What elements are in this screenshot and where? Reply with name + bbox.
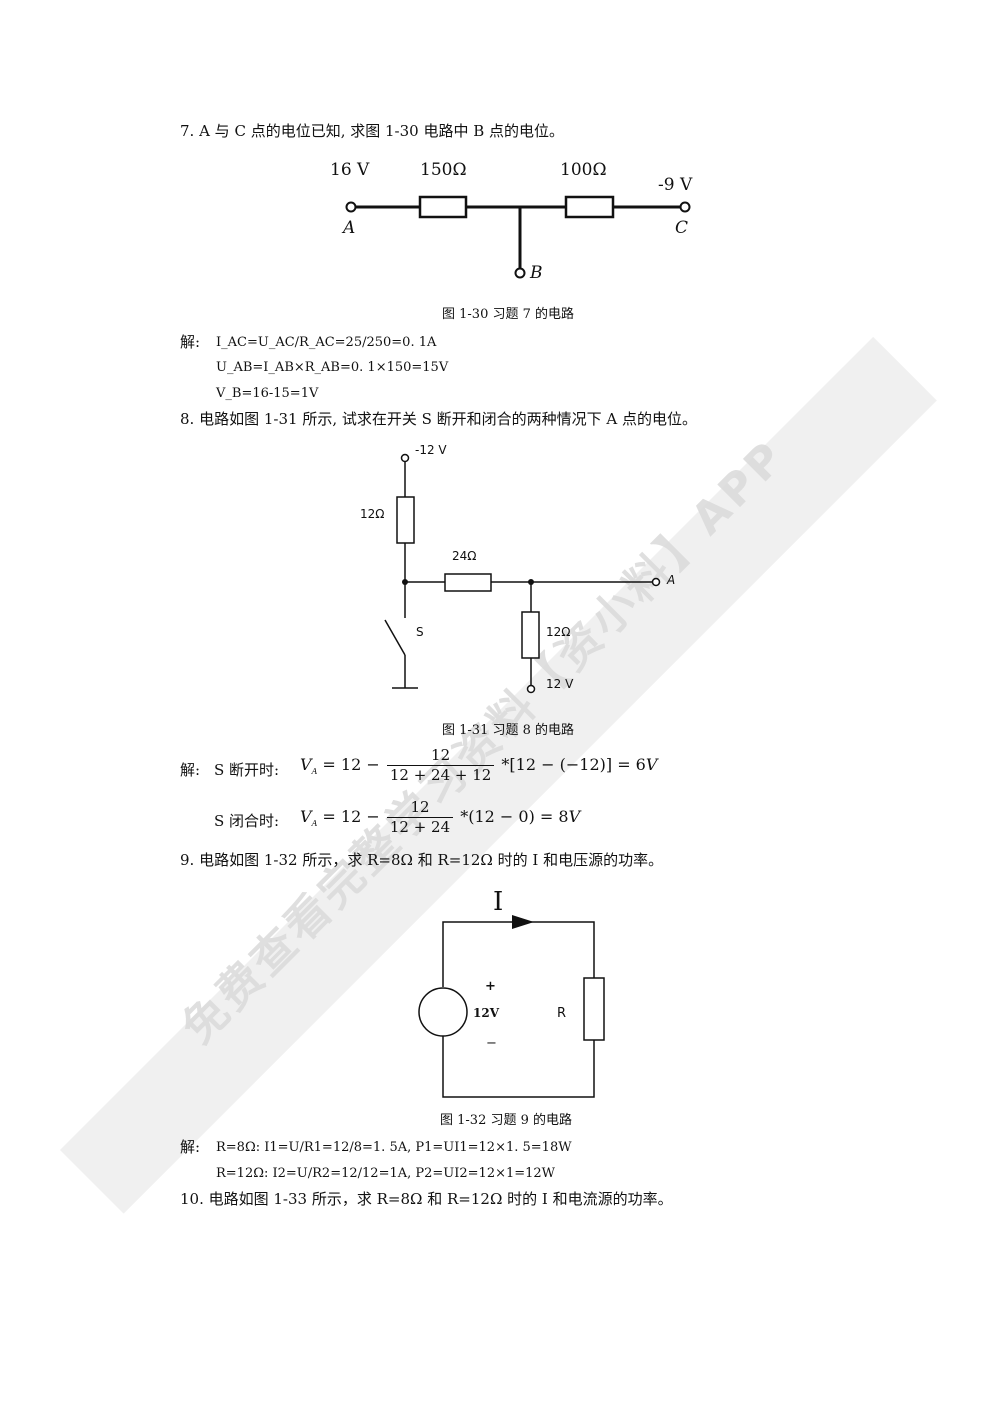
- p7-solution-line3: V_B=16-15=1V: [216, 387, 318, 400]
- p7-line2-text: U_AB=I_AB×R_AB=0. 1×150=15V: [216, 360, 449, 375]
- p7-solution-line2: U_AB=I_AB×R_AB=0. 1×150=15V: [216, 361, 448, 374]
- label-16v: 16 V: [330, 160, 370, 180]
- label-minus: −: [486, 1036, 497, 1051]
- voltage-source: [418, 987, 468, 1037]
- p9-solution-label: 解:: [180, 1138, 201, 1156]
- resistor-r: [583, 977, 605, 1041]
- label-node-c: C: [675, 218, 689, 238]
- label-node-b: B: [530, 263, 543, 283]
- p7-line1-text: I_AC=U_AC/R_AC=25/250=0. 1A: [216, 335, 437, 350]
- label-current-i: I: [493, 887, 504, 917]
- problem-9-question: 9. 电路如图 1-32 所示，求 R=8Ω 和 R=12Ω 时的 I 和电压源…: [180, 851, 664, 869]
- label-12v: 12 V: [546, 677, 574, 691]
- resistor-150: [418, 195, 468, 219]
- label-24ohm: 24Ω: [452, 549, 477, 563]
- p8-open-label: S 断开时:: [214, 761, 280, 779]
- terminal-c: [679, 201, 691, 213]
- label-node-a-fig31: A: [667, 573, 676, 587]
- figure-1-32-caption: 图 1-32 习题 9 的电路: [440, 1113, 573, 1128]
- label-plus: +: [485, 979, 496, 994]
- p9-solution-line1: R=8Ω: I1=U/R1=12/8=1. 5A, P1=UI1=12×1. 5…: [216, 1140, 572, 1155]
- p7-solution-line1: I_AC=U_AC/R_AC=25/250=0. 1A: [216, 336, 436, 349]
- p7-solution-label: 解:: [180, 333, 201, 351]
- label-150ohm: 150Ω: [420, 160, 467, 180]
- resistor-12-right: [521, 611, 540, 659]
- terminal-a: [345, 201, 357, 213]
- problem-8-question: 8. 电路如图 1-31 所示, 试求在开关 S 断开和闭合的两种情况下 A 点…: [180, 410, 698, 428]
- resistor-12-top: [396, 496, 415, 544]
- resistor-100: [564, 195, 615, 219]
- label-12ohm-right: 12Ω: [546, 625, 571, 639]
- label-12v-source: 12V: [473, 1006, 500, 1020]
- label-100ohm: 100Ω: [560, 160, 607, 180]
- problem-7-question: 7. A 与 C 点的电位已知, 求图 1-30 电路中 B 点的电位。: [180, 122, 565, 140]
- current-arrow: [512, 915, 534, 929]
- resistor-24: [444, 573, 492, 592]
- label-minus9v: -9 V: [658, 175, 693, 195]
- label-r: R: [557, 1006, 567, 1021]
- p9-solution-line2: R=12Ω: I2=U/R2=12/12=1A, P2=UI2=12×1=12W: [216, 1166, 556, 1181]
- label-node-a: A: [343, 218, 356, 238]
- label-minus12v: -12 V: [415, 443, 447, 457]
- figure-1-31-caption: 图 1-31 习题 8 的电路: [442, 723, 575, 738]
- p8-closed-label: S 闭合时:: [214, 812, 280, 830]
- figure-1-30-caption: 图 1-30 习题 7 的电路: [442, 307, 575, 322]
- p7-line3-text: V_B=16-15=1V: [216, 386, 319, 401]
- label-switch-s: S: [416, 625, 424, 639]
- p8-solution-label: 解:: [180, 761, 201, 779]
- label-12ohm-top: 12Ω: [360, 507, 385, 521]
- terminal-b: [514, 267, 526, 279]
- problem-10-question: 10. 电路如图 1-33 所示，求 R=8Ω 和 R=12Ω 时的 I 和电流…: [180, 1190, 673, 1208]
